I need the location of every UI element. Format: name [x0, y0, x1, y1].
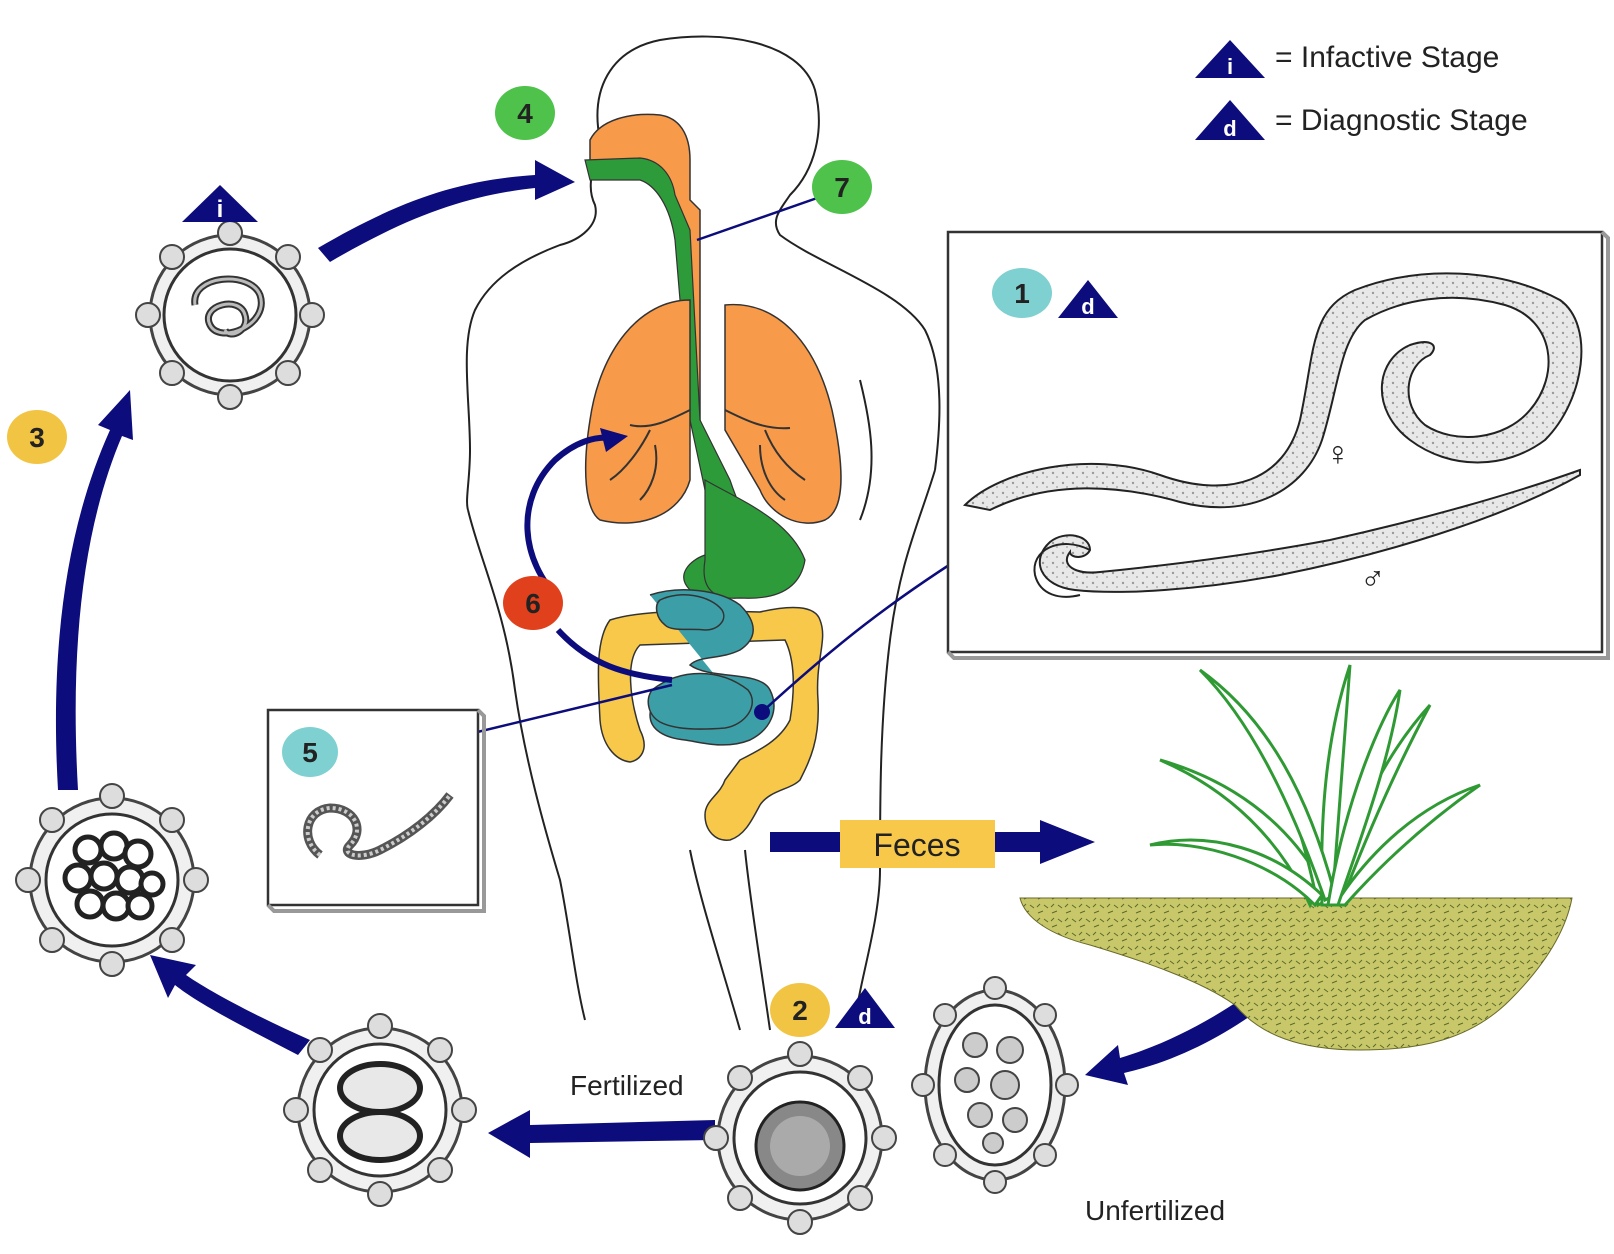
arrow-feces-head — [1040, 820, 1095, 864]
fertilized-egg — [704, 1042, 896, 1234]
stage-5-number: 5 — [302, 737, 318, 768]
stage-4-number: 4 — [517, 98, 533, 129]
stage-1-badge: 1 — [992, 268, 1052, 318]
arrow-feces-shaft-left — [770, 832, 840, 852]
arrow-cleavage-to-embryonated — [150, 955, 310, 1055]
stage-7-number: 7 — [834, 172, 850, 203]
legend-infective-letter: i — [1227, 54, 1233, 79]
left-lung — [586, 300, 690, 523]
grass — [1150, 665, 1480, 905]
infective-triangle-letter: i — [217, 196, 224, 223]
diagnostic-triangle-letter-2: d — [858, 1004, 871, 1029]
legend-diagnostic-text: = Diagnostic Stage — [1275, 104, 1528, 137]
stage-6-badge: 6 — [503, 576, 563, 630]
soil-with-grass — [1020, 665, 1572, 1050]
female-symbol: ♀ — [1325, 435, 1351, 473]
stage-2-badge: 2 — [770, 983, 830, 1037]
arrow-egg-to-mouth — [318, 160, 575, 262]
legend-diagnostic-icon: d — [1195, 100, 1265, 141]
stage-6-number: 6 — [525, 588, 541, 619]
legend-infective-icon: i — [1195, 40, 1265, 79]
feces-label-box: Feces — [840, 820, 995, 868]
stage-7-badge: 7 — [812, 160, 872, 214]
stage-4-badge: 4 — [495, 86, 555, 140]
unfertilized-egg — [912, 977, 1078, 1193]
male-symbol: ♂ — [1360, 560, 1386, 598]
feces-label: Feces — [873, 827, 960, 863]
legend: i = Infactive Stage d = Diagnostic Stage — [1195, 40, 1528, 141]
fertilized-label: Fertilized — [570, 1070, 684, 1101]
legend-diagnostic-letter: d — [1223, 116, 1236, 141]
soil — [1020, 898, 1572, 1050]
connector-dot-intestine — [754, 704, 770, 720]
arrow-embryonated-to-infective — [56, 390, 133, 790]
stage-3-badge: 3 — [7, 410, 67, 464]
stage-5-badge: 5 — [282, 727, 338, 777]
stage-2-number: 2 — [792, 995, 808, 1026]
arrow-feces-shaft-right — [995, 832, 1045, 852]
respiratory-and-digestive-organs — [585, 114, 841, 840]
infective-triangle-icon: i — [182, 185, 258, 223]
arrow-fertilized-to-cleavage — [488, 1110, 715, 1158]
diagnostic-triangle-letter-1: d — [1081, 294, 1094, 319]
stage-3-number: 3 — [29, 422, 45, 453]
embryonated-egg — [16, 784, 208, 976]
diagnostic-triangle-icon-2: d — [835, 988, 895, 1029]
two-cell-egg — [284, 1014, 476, 1206]
right-lung — [725, 305, 841, 524]
legend-infective-text: = Infactive Stage — [1275, 41, 1499, 74]
unfertilized-label: Unfertilized — [1085, 1195, 1225, 1226]
stage-1-number: 1 — [1014, 278, 1030, 309]
infective-egg — [136, 221, 324, 409]
